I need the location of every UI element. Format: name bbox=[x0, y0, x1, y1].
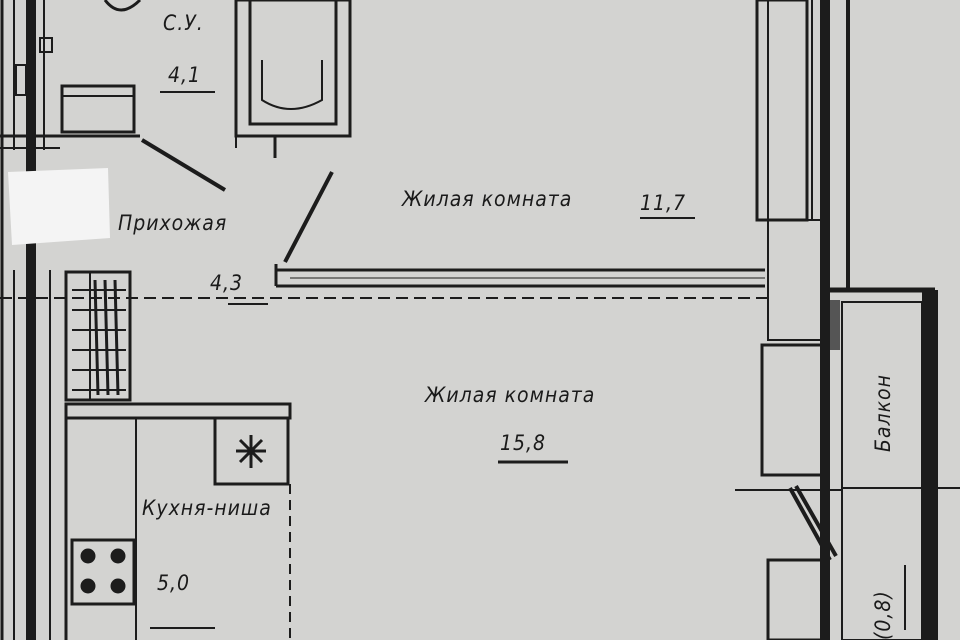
room-balcony: Балкон (0,8) bbox=[871, 374, 895, 640]
room-area: 4,3 bbox=[210, 271, 243, 295]
room-area: (0,8) bbox=[871, 590, 895, 640]
room-area: 5,0 bbox=[157, 571, 190, 595]
room-name: С.У. bbox=[163, 11, 204, 35]
room-bathroom: С.У. 4,1 bbox=[163, 11, 204, 87]
room-name: Прихожая bbox=[118, 211, 227, 235]
room-kitchen-niche: Кухня-ниша 5,0 bbox=[142, 496, 272, 595]
room-name: Жилая комната bbox=[424, 383, 595, 407]
exhaust-hood bbox=[213, 416, 290, 486]
hood-asterisk-icon bbox=[236, 435, 266, 468]
room-area: 11,7 bbox=[640, 191, 686, 215]
room-living-2: Жилая комната 15,8 bbox=[424, 383, 595, 455]
room-name: Жилая комната bbox=[401, 187, 572, 211]
redacted-area bbox=[8, 168, 110, 245]
room-living-1: Жилая комната 11,7 bbox=[401, 187, 686, 215]
room-name: Кухня-ниша bbox=[142, 496, 272, 520]
room-name: Балкон bbox=[871, 374, 895, 452]
room-area: 4,1 bbox=[168, 63, 201, 87]
room-area: 15,8 bbox=[500, 431, 546, 455]
room-hallway: Прихожая 4,3 bbox=[118, 211, 243, 295]
stove-icon bbox=[70, 538, 136, 606]
